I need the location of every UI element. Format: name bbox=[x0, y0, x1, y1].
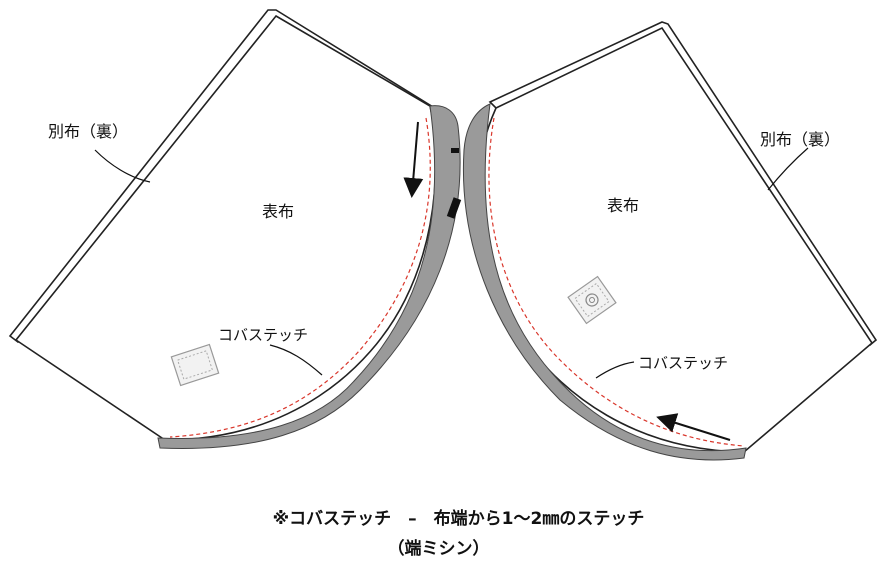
right-stitch-leader bbox=[595, 361, 635, 379]
left-seam-band bbox=[157, 105, 461, 449]
left-seam-mark bbox=[451, 148, 459, 153]
right-lining-label: 別布（裏） bbox=[760, 130, 841, 149]
right-seam-band bbox=[462, 103, 747, 461]
right-topstitch-line bbox=[488, 117, 745, 447]
left-topstitch-line bbox=[169, 117, 431, 438]
right-label-tag bbox=[567, 275, 617, 325]
left-stitch-leader bbox=[269, 344, 323, 376]
left-stitch-label: コバステッチ bbox=[218, 326, 309, 344]
right-fabric-piece bbox=[446, 21, 877, 461]
right-stitch-label: コバステッチ bbox=[638, 354, 729, 372]
left-direction-arrow bbox=[403, 121, 424, 198]
left-outer-label: 表布 bbox=[262, 202, 295, 221]
left-label-tag bbox=[170, 343, 220, 387]
right-direction-arrow bbox=[656, 413, 731, 441]
right-seam-mark bbox=[446, 197, 462, 219]
caption-line-2: （端ミシン） bbox=[387, 539, 490, 559]
right-outer-label: 表布 bbox=[607, 196, 640, 215]
right-lining-leader bbox=[767, 147, 809, 191]
left-lining-label: 別布（裏） bbox=[48, 122, 129, 141]
left-lining-leader bbox=[94, 149, 151, 183]
right-outer-panel bbox=[476, 26, 874, 453]
caption-line-1: ※コバステッチ – 布端から1～2㎜のステッチ bbox=[272, 509, 645, 529]
left-fabric-piece bbox=[8, 9, 461, 449]
